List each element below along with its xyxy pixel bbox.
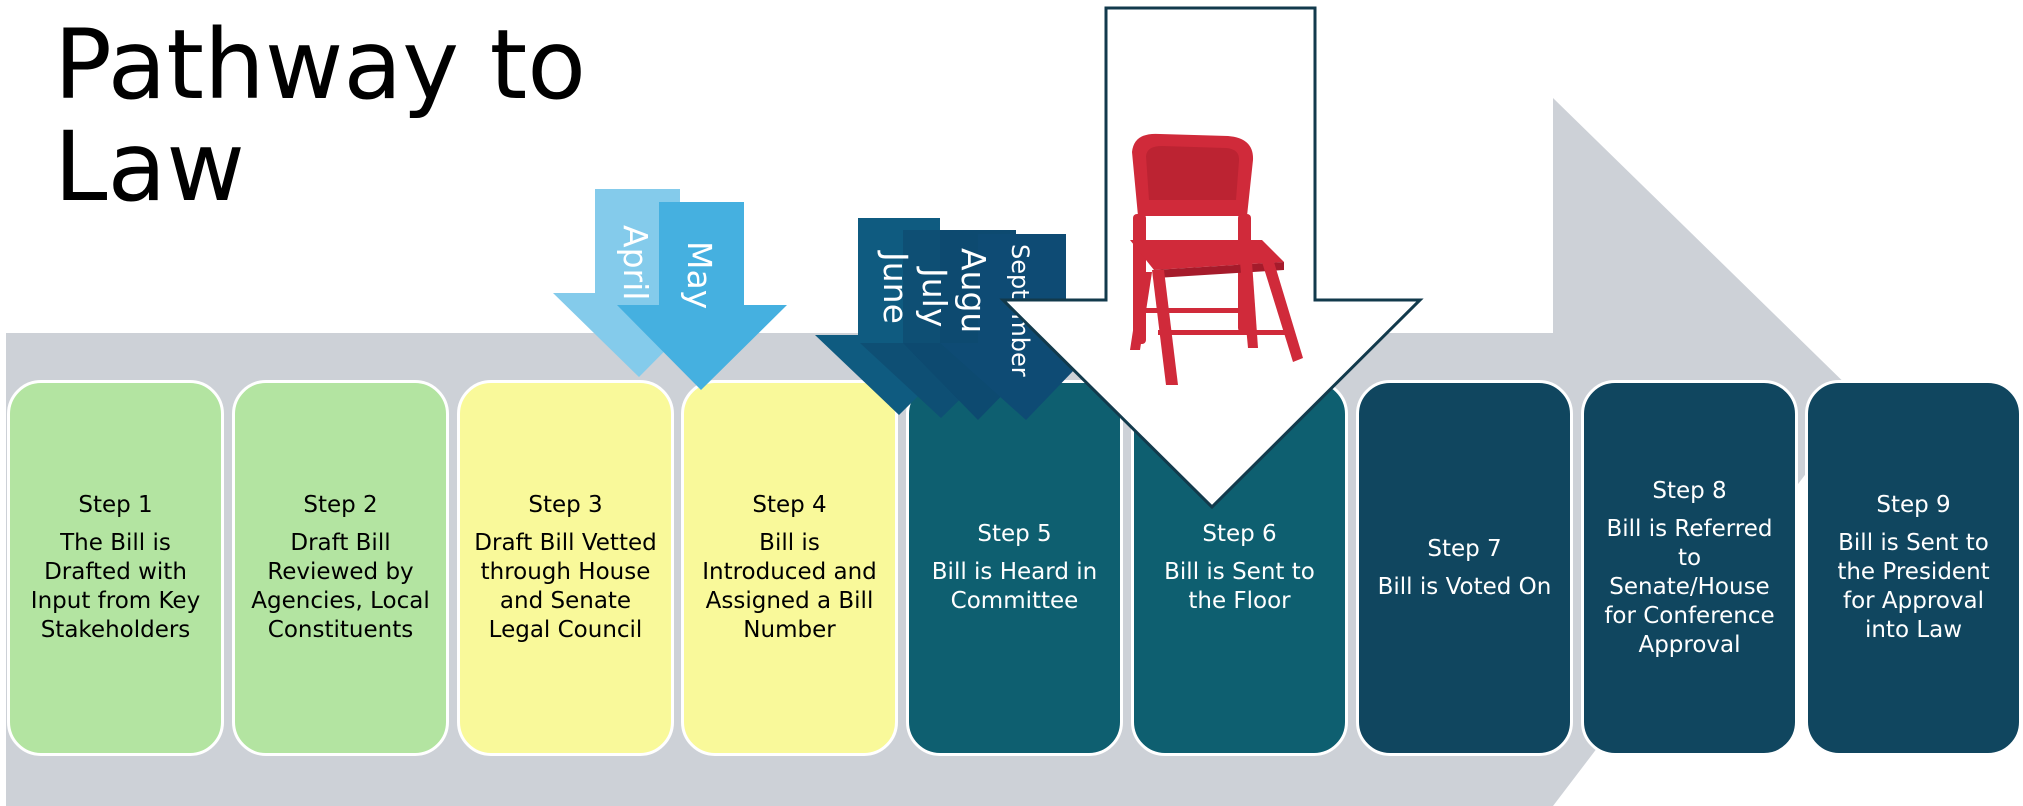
step-card-2: Step 2 Draft Bill Reviewed by Agencies, L… xyxy=(232,380,449,756)
step-card-6: Step 6 Bill is Sent to the Floor xyxy=(1131,380,1348,756)
step-number: Step 6 xyxy=(1202,521,1277,547)
step-description: Bill is Introduced and Assigned a Bill N… xyxy=(702,530,877,643)
step-number: Step 3 xyxy=(528,492,603,518)
step-card-8: Step 8 Bill is Referred to Senate/House f… xyxy=(1581,380,1798,756)
step-number: Step 8 xyxy=(1652,477,1727,504)
step-card-4: Step 4 Bill is Introduced and Assigned a … xyxy=(681,380,898,756)
step-number: Step 7 xyxy=(1427,535,1502,562)
step-number: Step 9 xyxy=(1876,492,1951,518)
step-description: Draft Bill Reviewed by Agencies, Local C… xyxy=(251,530,430,643)
step-description: Bill is Sent to the Floor xyxy=(1164,559,1315,614)
step-number: Step 1 xyxy=(78,492,153,518)
step-card-9: Step 9 Bill is Sent to the President for … xyxy=(1805,380,2022,756)
page-title: Pathway to Law xyxy=(54,14,586,218)
step-description: Bill is Heard in Committee xyxy=(931,559,1098,614)
step-card-3: Step 3 Draft Bill Vetted through House an… xyxy=(457,380,674,756)
step-description: Bill is Voted On xyxy=(1377,573,1552,600)
step-number: Step 5 xyxy=(977,521,1052,547)
step-card-7: Step 7 Bill is Voted On xyxy=(1356,380,1573,756)
step-card-5: Step 5 Bill is Heard in Committee xyxy=(906,380,1123,756)
step-card-1: Step 1 The Bill is Drafted with Input fro… xyxy=(7,380,224,756)
title-line-2: Law xyxy=(54,111,245,223)
step-number: Step 4 xyxy=(752,492,827,518)
step-description: Draft Bill Vetted through House and Sena… xyxy=(474,530,657,643)
step-description: The Bill is Drafted with Input from Key … xyxy=(30,530,201,643)
step-description: Bill is Sent to the President for Approv… xyxy=(1837,530,1990,643)
step-number: Step 2 xyxy=(303,492,378,518)
step-description: Bill is Referred to Senate/House for Con… xyxy=(1604,515,1775,658)
title-line-1: Pathway to xyxy=(54,9,586,121)
